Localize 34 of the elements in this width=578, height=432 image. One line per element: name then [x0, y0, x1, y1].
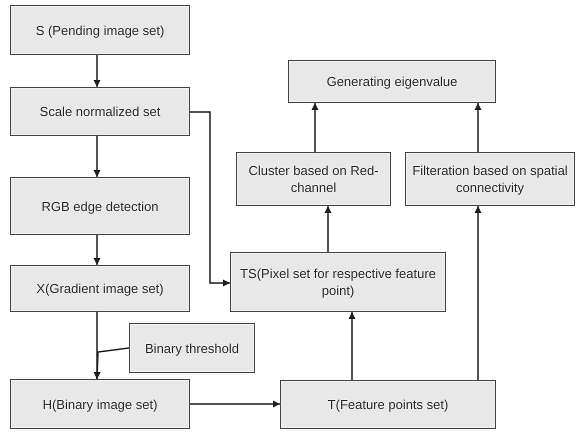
process-box	[230, 252, 446, 312]
arrow	[94, 55, 100, 87]
process-box	[10, 87, 190, 136]
arrow	[94, 347, 130, 380]
box-label: Filteration based on spatial connectivity	[411, 162, 569, 196]
box-label: S (Pending image set)	[36, 22, 164, 38]
box-label: T(Feature points set)	[328, 396, 448, 413]
box-label: Cluster based on Red-channel	[247, 162, 380, 196]
arrow	[190, 111, 230, 286]
process-box	[129, 323, 255, 373]
box-label: H(Binary image set)	[42, 396, 158, 412]
box-label: Scale normalized set	[40, 103, 160, 120]
box-label: X(Gradient image set)	[36, 280, 164, 297]
process-box	[10, 5, 190, 55]
arrow	[348, 312, 356, 380]
arrow	[474, 206, 482, 380]
process-box	[405, 152, 575, 206]
arrow	[312, 103, 318, 152]
arrow	[324, 206, 332, 252]
process-box	[280, 380, 496, 429]
arrow	[474, 103, 482, 152]
arrow	[190, 400, 280, 408]
process-box	[10, 177, 190, 235]
box-label: Binary threshold	[145, 340, 239, 356]
arrow	[94, 136, 100, 177]
box-label: TS(Pixel set for respective feature point)	[239, 265, 437, 299]
arrow	[94, 312, 100, 379]
arrow	[94, 235, 100, 265]
box-label: RGB edge detection	[41, 198, 159, 214]
process-box	[10, 379, 190, 429]
process-box	[10, 265, 190, 312]
box-label: Generating eigenvalue	[326, 73, 458, 90]
process-box	[288, 60, 496, 103]
process-box	[236, 152, 391, 206]
